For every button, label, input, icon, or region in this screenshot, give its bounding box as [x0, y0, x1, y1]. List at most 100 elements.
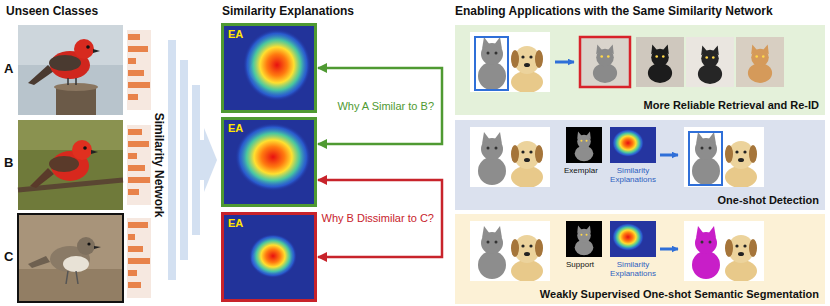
explanation-heatmap	[221, 23, 317, 113]
detection-illustration	[566, 127, 602, 163]
segmentation-illustration	[660, 248, 678, 251]
feature-bars	[128, 46, 148, 52]
retrieval-illustration	[475, 37, 508, 90]
bird-photo	[18, 120, 123, 210]
image-label: Similarity Explanations	[606, 166, 660, 184]
segmentation-illustration	[610, 221, 656, 257]
feature-bars	[128, 246, 143, 252]
detection-illustration	[470, 127, 764, 188]
bird-photo	[18, 25, 123, 115]
retrieval-illustration	[648, 44, 672, 83]
retrieval-illustration	[470, 32, 550, 93]
retrieval-illustration	[748, 44, 772, 83]
application-panel: One-shot Detection	[455, 120, 825, 210]
panel-caption: More Reliable Retrieval and Re-ID	[644, 99, 819, 112]
connector-label: Why B Dissimilar to C?	[320, 212, 436, 225]
bird-photo	[28, 65, 54, 85]
image-label: Support	[566, 260, 594, 269]
retrieval-illustration	[686, 37, 734, 87]
bird-photo	[93, 49, 100, 53]
bird-photo	[76, 271, 78, 284]
segmentation-illustration	[684, 221, 764, 282]
network-arrow	[200, 128, 217, 192]
retrieval-illustration	[698, 45, 722, 84]
feature-bars	[128, 153, 137, 159]
feature-bars	[128, 270, 137, 276]
bird-photo	[28, 256, 50, 268]
bird-photo	[18, 25, 123, 115]
panel-ground	[455, 214, 825, 304]
bird-photo	[75, 78, 77, 85]
explanation-heatmap	[221, 117, 317, 207]
row-letter: C	[4, 250, 13, 265]
explanation-heatmap	[221, 117, 317, 207]
explanation-frame: EA	[221, 212, 317, 302]
connector-label: Why A Similar to B?	[335, 100, 436, 113]
retrieval-illustration	[555, 61, 574, 64]
row-letter: B	[4, 156, 13, 171]
feature-bars	[128, 94, 138, 100]
bird-photo	[18, 120, 123, 150]
application-panel: Weakly Supervised One-shot Semantic Segm…	[455, 214, 825, 304]
explanation-tag: EA	[228, 122, 243, 135]
feature-bars	[128, 141, 149, 147]
application-panel: More Reliable Retrieval and Re-ID	[455, 25, 825, 115]
retrieval-illustration	[736, 37, 784, 87]
bird-photo	[77, 237, 95, 255]
bird-photo	[86, 45, 90, 49]
bird-photo	[49, 156, 79, 172]
segmentation-illustration	[575, 225, 594, 255]
bird-photo	[56, 87, 96, 115]
detection-illustration	[660, 154, 678, 157]
network-arrow	[192, 85, 200, 235]
network-label: Similarity Network	[151, 113, 165, 218]
bird-photo	[72, 140, 92, 160]
feature-bars	[128, 58, 136, 64]
explanation-frame: EA	[221, 23, 317, 113]
bird-photo	[18, 214, 123, 302]
bird-photo	[18, 214, 123, 302]
detection-illustration	[612, 129, 644, 157]
feature-bars	[128, 258, 150, 264]
segmentation-illustration	[470, 221, 764, 282]
bird-photo	[18, 120, 123, 210]
feature-bars	[128, 129, 142, 135]
bird-photo	[67, 78, 69, 85]
panel-ground	[455, 25, 825, 115]
bird-photo	[49, 55, 81, 71]
bird-photo	[63, 256, 89, 272]
retrieval-illustration	[593, 44, 617, 83]
feature-bars	[127, 125, 151, 205]
detection-illustration	[689, 132, 722, 185]
retrieval-illustration	[580, 37, 630, 87]
bird-photo	[94, 246, 101, 249]
bird-photo	[30, 168, 54, 188]
row-letter: A	[4, 62, 13, 77]
network-arrow	[168, 40, 176, 280]
explanation-frame: EA	[221, 117, 317, 207]
bird-photo	[87, 242, 90, 245]
explanation-tag: EA	[228, 28, 243, 41]
panel-ground	[455, 120, 825, 210]
feature-bars	[128, 34, 140, 40]
explanation-heatmap	[235, 123, 311, 191]
feature-bars	[128, 82, 150, 88]
retrieval-illustration	[636, 37, 684, 87]
explanation-heatmap	[221, 23, 317, 113]
image-label: Similarity Explanations	[606, 260, 660, 278]
feature-bars	[127, 30, 151, 298]
feature-bars	[127, 218, 151, 298]
explanation-connector	[318, 68, 442, 144]
segmentation-illustration	[612, 223, 644, 251]
detection-illustration	[470, 127, 550, 188]
bird-photo	[66, 271, 68, 284]
segmentation-illustration	[470, 221, 550, 282]
detection-illustration	[610, 127, 656, 163]
panel-caption: Weakly Supervised One-shot Semantic Segm…	[540, 288, 819, 301]
bird-photo	[91, 150, 98, 154]
column-heading: Similarity Explanations	[222, 5, 354, 19]
column-heading: Enabling Applications with the Same Simi…	[455, 5, 773, 19]
feature-bars	[128, 222, 148, 228]
